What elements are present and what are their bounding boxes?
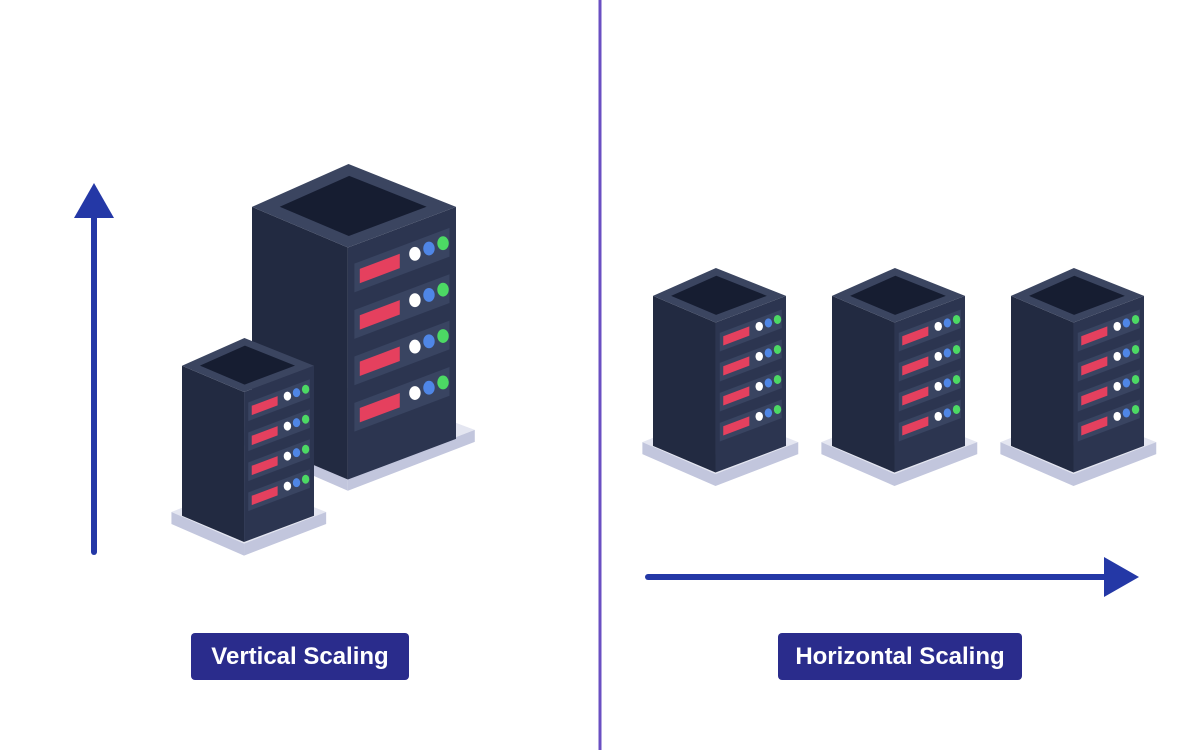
status-led-icon [423, 241, 435, 256]
status-led-icon [283, 391, 292, 401]
drive-bar [902, 356, 929, 376]
status-led-icon [1113, 411, 1121, 421]
status-led-icon [952, 374, 961, 385]
status-led-icon [1131, 404, 1140, 415]
status-led-icon [423, 380, 435, 395]
status-led-icon [755, 381, 763, 391]
server-rack-1 [642, 268, 799, 487]
status-led-icon [409, 246, 421, 261]
status-led-icon [1122, 318, 1131, 328]
status-led-icon [292, 388, 301, 398]
horizontal-scaling-label: Horizontal Scaling [778, 633, 1022, 680]
status-led-icon [952, 344, 961, 355]
drive-bar [251, 456, 278, 476]
status-led-icon [773, 404, 782, 415]
status-led-icon [1113, 351, 1121, 361]
horizontal-scaling-arrow [645, 557, 1139, 597]
status-led-icon [437, 329, 449, 343]
drive-bar [359, 253, 400, 284]
status-led-icon [755, 321, 763, 331]
status-led-icon [1113, 321, 1121, 331]
status-led-icon [437, 375, 449, 390]
drive-bar [723, 386, 750, 406]
status-led-icon [952, 314, 961, 325]
vertical-scaling-label-text: Vertical Scaling [211, 643, 388, 670]
status-led-icon [301, 444, 310, 454]
status-led-icon [952, 404, 961, 415]
status-led-icon [773, 314, 782, 325]
drive-bar [359, 346, 400, 376]
drive-bar [251, 486, 278, 506]
drive-bar [902, 326, 929, 346]
status-led-icon [292, 478, 301, 488]
status-led-icon [437, 236, 449, 251]
status-led-icon [1131, 344, 1140, 355]
status-led-icon [934, 381, 942, 391]
status-led-icon [1131, 374, 1140, 385]
drive-bar [902, 416, 929, 436]
status-led-icon [764, 408, 773, 418]
status-led-icon [764, 378, 773, 388]
drive-bar [723, 416, 750, 436]
drive-bar [1081, 386, 1108, 406]
status-led-icon [755, 411, 763, 421]
status-led-icon [764, 318, 773, 328]
drive-bar [902, 386, 929, 406]
status-led-icon [764, 348, 773, 358]
large-server-rack [235, 164, 475, 491]
status-led-icon [423, 334, 435, 349]
server-rack-3 [1000, 268, 1157, 487]
status-led-icon [283, 451, 292, 461]
drive-bar [1081, 326, 1108, 346]
status-led-icon [773, 344, 782, 355]
status-led-icon [283, 481, 292, 491]
vertical-scaling-label: Vertical Scaling [191, 633, 409, 680]
vertical-scaling-arrow [74, 183, 114, 555]
drive-bar [359, 300, 400, 330]
status-led-icon [409, 339, 421, 354]
horizontal-scaling-label-text: Horizontal Scaling [795, 643, 1004, 670]
status-led-icon [755, 351, 763, 361]
status-led-icon [1113, 381, 1121, 391]
status-led-icon [943, 378, 952, 388]
status-led-icon [409, 293, 421, 308]
drive-bar [1081, 356, 1108, 376]
status-led-icon [292, 448, 301, 458]
drive-bar [723, 356, 750, 376]
status-led-icon [437, 282, 449, 297]
status-led-icon [301, 414, 310, 424]
status-led-icon [934, 321, 942, 331]
status-led-icon [943, 408, 952, 418]
status-led-icon [292, 418, 301, 428]
small-server-rack [171, 338, 327, 556]
status-led-icon [1122, 348, 1131, 358]
status-led-icon [1122, 378, 1131, 388]
status-led-icon [283, 421, 292, 431]
status-led-icon [1122, 408, 1131, 418]
status-led-icon [301, 474, 310, 484]
status-led-icon [934, 351, 942, 361]
status-led-icon [773, 374, 782, 385]
status-led-icon [301, 384, 310, 394]
drive-bar [723, 326, 750, 346]
drive-bar [251, 426, 278, 446]
status-led-icon [1131, 314, 1140, 325]
status-led-icon [409, 386, 421, 400]
drive-bar [1081, 416, 1108, 436]
status-led-icon [934, 411, 942, 421]
status-led-icon [943, 318, 952, 328]
drive-bar [359, 392, 400, 423]
server-rack-2 [821, 268, 978, 487]
drive-bar [251, 396, 278, 416]
status-led-icon [943, 348, 952, 358]
status-led-icon [423, 287, 435, 302]
